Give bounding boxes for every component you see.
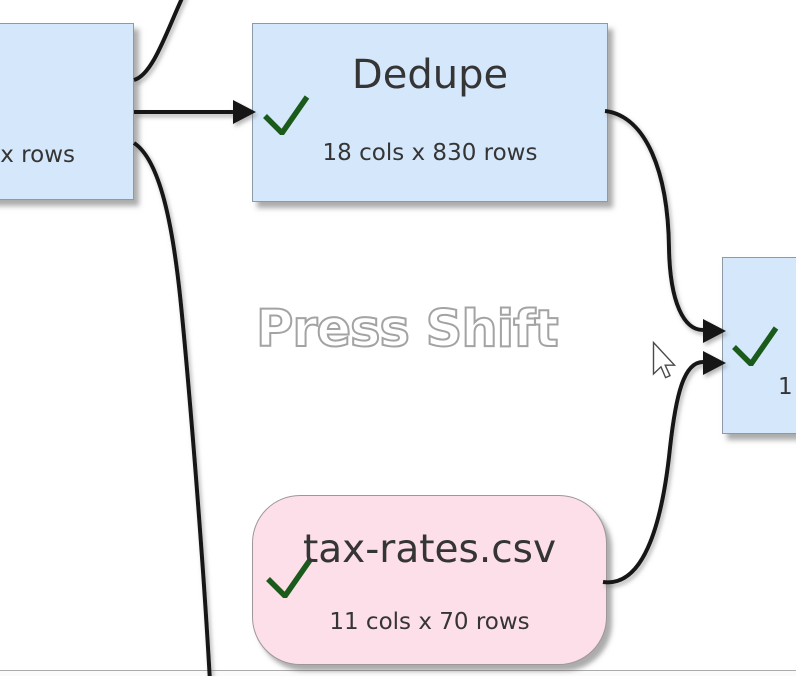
connector-taxrates-to-right[interactable] — [602, 360, 704, 585]
node-tax-rates-csv[interactable]: tax-rates.csv 11 cols x 70 rows — [252, 495, 607, 665]
node-dedupe[interactable]: Dedupe 18 cols x 830 rows — [252, 23, 608, 202]
node-subtitle: 1 — [778, 374, 793, 400]
mouse-arrow-cursor — [652, 341, 677, 379]
checkmark-icon — [266, 558, 313, 598]
checkmark-icon — [263, 95, 310, 135]
node-title: Dedupe — [351, 52, 509, 98]
node-subtitle: 18 cols x 830 rows — [322, 140, 538, 166]
canvas-bottom-edge — [0, 670, 796, 676]
checkmark-icon — [732, 326, 779, 366]
node-left-partial[interactable]: x rows — [0, 23, 134, 200]
node-subtitle: x rows — [0, 142, 75, 168]
connector-dedupe-to-right[interactable] — [604, 109, 704, 332]
press-shift-watermark: Press Shift — [255, 299, 560, 360]
connector-left-to-top[interactable] — [133, 0, 184, 82]
node-right-partial[interactable]: 1 — [722, 257, 796, 434]
node-title: tax-rates.csv — [302, 527, 557, 572]
node-subtitle: 11 cols x 70 rows — [329, 609, 530, 635]
connector-left-to-bottom[interactable] — [132, 141, 212, 676]
